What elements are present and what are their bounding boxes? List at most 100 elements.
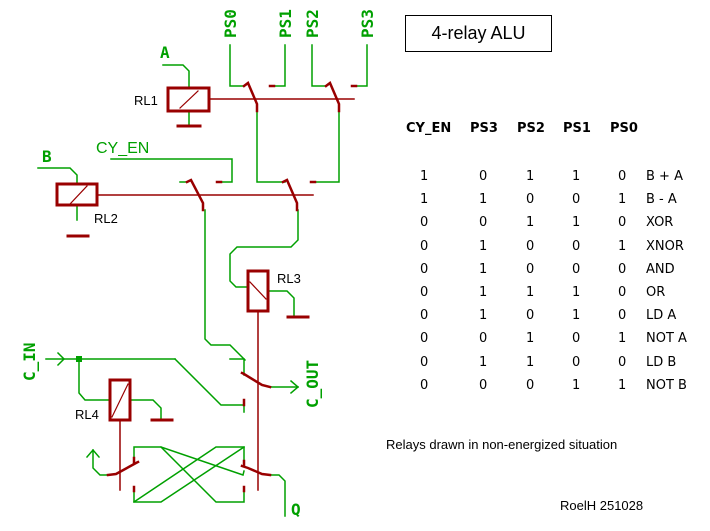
rl3-ff-switch <box>240 464 272 477</box>
wire-q <box>269 474 286 517</box>
cell-ps2: 1 <box>526 285 535 300</box>
header-ps1: PS1 <box>563 121 591 136</box>
wire-c-in-diag <box>173 357 245 413</box>
relays <box>55 81 358 493</box>
cell-ps0: 0 <box>618 308 627 324</box>
cell-cy-en: 0 <box>420 261 429 277</box>
cell-ps1: 0 <box>572 331 581 347</box>
cell-ps2: 0 <box>526 261 535 277</box>
cell-ps3: 0 <box>479 215 488 231</box>
label-ps0: PS0 <box>221 9 240 38</box>
cell-ps0: 0 <box>618 169 627 184</box>
cell-ps2: 0 <box>526 192 535 208</box>
cell-ps2: 1 <box>526 354 535 370</box>
wire-rl4-coil <box>78 358 109 401</box>
label-ps1: PS1 <box>276 9 295 38</box>
cell-ps3: 1 <box>479 285 488 300</box>
cell-cy-en: 0 <box>420 377 429 393</box>
cell-ps2: 1 <box>526 331 535 347</box>
cell-ps3: 0 <box>479 169 488 184</box>
cell-ps2: 0 <box>526 377 535 393</box>
label-c-in: C_IN <box>20 342 39 381</box>
cell-ps1: 1 <box>572 377 581 393</box>
cell-op: B + A <box>646 169 683 184</box>
wire-rl2-sw2-out <box>229 209 299 288</box>
cell-op: OR <box>646 285 666 300</box>
header-ps3: PS3 <box>470 121 498 136</box>
cell-ps3: 1 <box>479 238 488 254</box>
cell-ps1: 0 <box>572 238 581 254</box>
cell-cy-en: 0 <box>420 215 429 231</box>
cell-ps0: 0 <box>618 354 627 370</box>
cell-cy-en: 0 <box>420 285 429 300</box>
label-b: B <box>42 147 52 166</box>
cell-ps2: 1 <box>526 169 535 184</box>
header-ps2: PS2 <box>517 121 545 136</box>
wire-b <box>37 167 78 185</box>
label-ps2: PS2 <box>303 9 322 38</box>
cell-cy-en: 0 <box>420 238 429 254</box>
cell-op: NOT A <box>646 331 687 347</box>
relay-rl1 <box>166 81 358 128</box>
label-a: A <box>160 43 170 62</box>
rl1-switch-2 <box>324 81 341 113</box>
cell-ps1: 1 <box>572 285 581 300</box>
wire-rl1-sw1-out <box>256 110 286 183</box>
wire-ps0 <box>229 44 245 87</box>
cell-ps0: 1 <box>618 238 627 254</box>
wire-ff-bottom-right <box>159 445 245 503</box>
cell-ps2: 0 <box>526 238 535 254</box>
wire-c-out-sw-nc <box>229 358 245 376</box>
cell-ps1: 0 <box>572 192 581 208</box>
cell-ps1: 1 <box>572 215 581 231</box>
header-ps0: PS0 <box>610 121 638 136</box>
arrow-c-out-icon <box>289 379 300 395</box>
relay-rl4 <box>106 378 174 493</box>
label-rl4: RL4 <box>75 407 99 422</box>
cell-cy-en: 0 <box>420 308 429 324</box>
label-ps3: PS3 <box>358 9 377 38</box>
cell-op: NOT B <box>646 377 687 393</box>
cell-op: XNOR <box>646 238 684 254</box>
cell-cy-en: 1 <box>420 169 429 184</box>
wire-cy-en <box>110 158 233 183</box>
cell-ps3: 0 <box>479 377 488 393</box>
cell-ps3: 1 <box>479 261 488 277</box>
wire-ff-top-left <box>133 446 245 476</box>
label-rl1: RL1 <box>134 93 158 108</box>
cell-cy-en: 1 <box>420 192 429 208</box>
cell-ps0: 1 <box>618 377 627 393</box>
diagram-title: 4-relay ALU <box>405 15 552 52</box>
wire-feedback <box>92 449 109 476</box>
note-text: Relays drawn in non-energized situation <box>386 437 618 452</box>
cell-ps1: 1 <box>572 169 581 184</box>
wire-rl2-sw1-out <box>204 209 247 362</box>
rl2-switch-1 <box>185 178 205 212</box>
signature: RoelH 251028 <box>560 498 644 513</box>
diagram-title-text: 4-relay ALU <box>431 23 526 43</box>
wire-rl3-gnd <box>267 290 295 316</box>
wire-a <box>162 64 190 89</box>
cell-ps0: 1 <box>618 192 627 208</box>
label-cy-en: CY_EN <box>96 140 149 157</box>
cell-op: XOR <box>646 215 674 231</box>
cell-ps2: 1 <box>526 215 535 231</box>
rl2-switch-2 <box>281 178 299 212</box>
cell-op: LD A <box>646 308 677 324</box>
cell-ps1: 0 <box>572 261 581 277</box>
rl4-ff-switch <box>106 460 140 477</box>
cell-ps3: 1 <box>479 354 488 370</box>
wire-ps2 <box>311 44 327 87</box>
cell-ps3: 0 <box>479 331 488 347</box>
cell-op: AND <box>646 261 675 277</box>
header-cy-en: CY_EN <box>406 121 452 136</box>
cell-op: LD B <box>646 354 677 370</box>
rl3-switch <box>240 371 272 389</box>
cell-cy-en: 0 <box>420 331 429 347</box>
label-rl3: RL3 <box>277 271 301 286</box>
wire-ff-top-right <box>132 446 245 504</box>
cell-ps0: 0 <box>618 261 627 277</box>
wires <box>37 44 368 517</box>
rl1-switch-1 <box>242 81 259 113</box>
